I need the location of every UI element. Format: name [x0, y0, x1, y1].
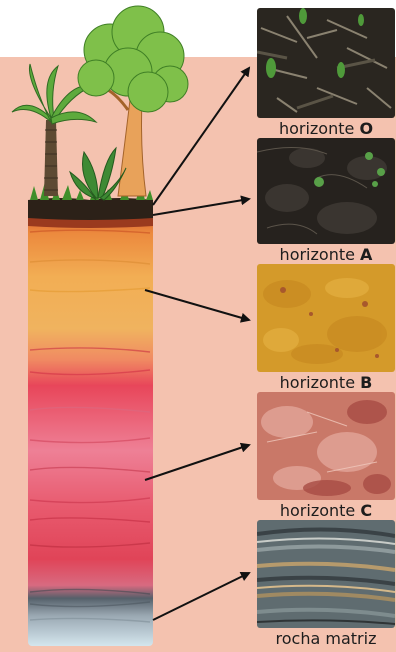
photo-horizon-o — [257, 8, 395, 118]
label-horizon-a: horizonte A — [257, 244, 395, 266]
soil-column — [28, 198, 153, 646]
label-bedrock: rocha matriz — [257, 628, 395, 650]
photo-horizon-c — [257, 392, 395, 500]
photo-horizon-b — [257, 264, 395, 372]
label-horizon-o: horizonte O — [257, 118, 395, 140]
label-horizon-c: horizonte C — [257, 500, 395, 522]
photo-horizon-a — [257, 138, 395, 244]
photo-bedrock — [257, 520, 395, 628]
label-horizon-b: horizonte B — [257, 372, 395, 394]
